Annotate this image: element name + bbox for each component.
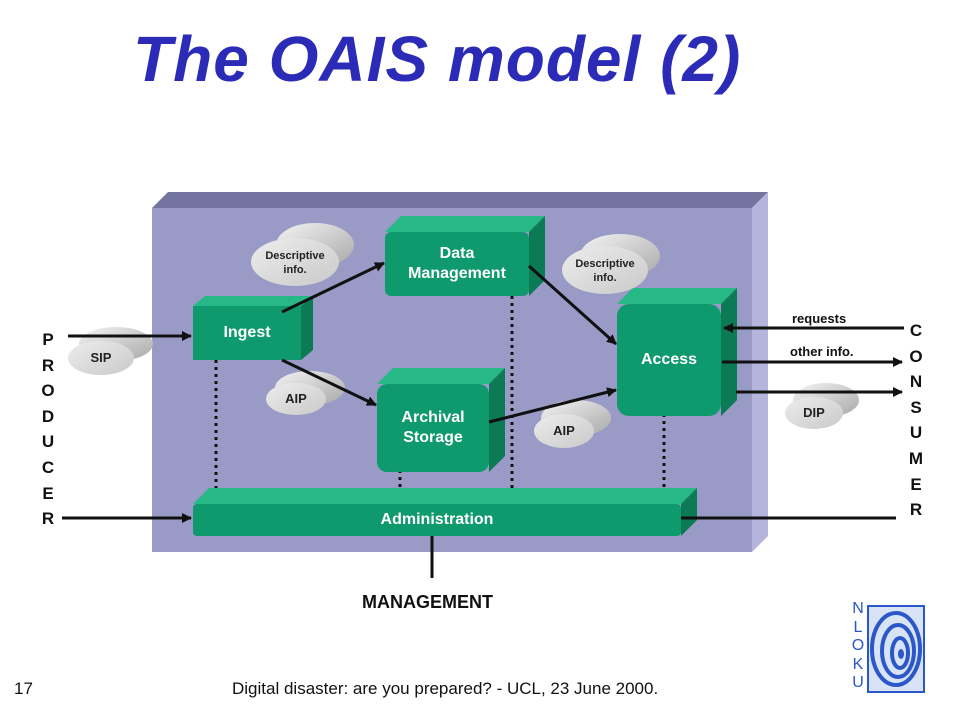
ingest-box bbox=[193, 296, 313, 360]
page-number: 17 bbox=[14, 679, 33, 698]
arrow-archival-storage-to-access bbox=[488, 387, 617, 424]
consumer-letter: U bbox=[909, 423, 923, 443]
archival-storage-label-line2: Storage bbox=[403, 429, 463, 446]
producer-letter: U bbox=[41, 432, 55, 452]
descriptive-info-access-line2: info. bbox=[593, 272, 617, 284]
admin-dotted-links bbox=[214, 296, 666, 500]
logo-letter: L bbox=[853, 618, 863, 636]
ukoln-logo-text: N L O K U bbox=[849, 600, 867, 693]
producer-letter: C bbox=[41, 457, 55, 477]
dip-label: DIP bbox=[803, 405, 825, 420]
aip-ingest-disk bbox=[266, 371, 345, 415]
descriptive-info-ingest-disk bbox=[251, 223, 354, 286]
descriptive-info-access-line1: Descriptive bbox=[575, 258, 635, 270]
archival-storage-label-line1: Archival bbox=[401, 409, 465, 426]
consumer-letter: C bbox=[909, 321, 923, 340]
producer-letter: O bbox=[41, 381, 55, 401]
arrow-ingest-to-archival-storage bbox=[281, 358, 377, 407]
consumer-letter: E bbox=[910, 474, 922, 494]
requests-label: requests bbox=[792, 311, 847, 326]
aip-access-disk bbox=[534, 400, 611, 448]
descriptive-info-access-disk bbox=[562, 234, 660, 294]
sip-label: SIP bbox=[90, 350, 112, 365]
arrow-data-management-to-access bbox=[527, 264, 618, 346]
producer-label: P R O D U C E R bbox=[38, 327, 58, 532]
logo-letter: O bbox=[851, 637, 865, 654]
aip-access-label: AIP bbox=[553, 423, 575, 438]
producer-letter: R bbox=[41, 355, 55, 375]
ingest-label: Ingest bbox=[223, 324, 271, 341]
producer-letter: E bbox=[42, 483, 54, 503]
data-management-label-line2: Management bbox=[408, 265, 506, 282]
consumer-label: C O N S U M E R bbox=[906, 318, 926, 523]
consumer-letter: R bbox=[909, 500, 923, 520]
access-label: Access bbox=[640, 351, 698, 368]
logo-letter: N bbox=[852, 600, 864, 617]
descriptive-info-ingest-label: Descriptive info. bbox=[251, 249, 339, 277]
ukoln-logo-icon bbox=[867, 605, 925, 693]
slide-footer: Digital disaster: are you prepared? - UC… bbox=[232, 679, 659, 698]
consumer-letter: M bbox=[908, 448, 924, 468]
descriptive-info-ingest-line2: info. bbox=[283, 264, 307, 276]
management-label: MANAGEMENT bbox=[362, 592, 493, 612]
logo-letter: U bbox=[852, 674, 864, 691]
access-box bbox=[617, 288, 737, 416]
slide-title: The OAIS model (2) bbox=[133, 23, 742, 95]
producer-letter: P bbox=[42, 330, 54, 349]
arrow-ingest-to-data-management bbox=[281, 261, 385, 314]
logo-letter: K bbox=[852, 655, 864, 673]
archival-storage-label: Archival Storage bbox=[377, 408, 489, 448]
descriptive-info-ingest-line1: Descriptive bbox=[265, 250, 325, 262]
descriptive-info-access-label: Descriptive info. bbox=[561, 257, 649, 285]
consumer-letter: O bbox=[909, 346, 923, 366]
data-management-label: Data Management bbox=[385, 244, 529, 284]
producer-letter: R bbox=[41, 509, 55, 529]
aip-ingest-label: AIP bbox=[285, 391, 307, 406]
other-info-label: other info. bbox=[790, 344, 854, 359]
administration-box bbox=[193, 488, 697, 536]
flow-arrows bbox=[62, 261, 904, 578]
consumer-letter: N bbox=[909, 372, 923, 392]
producer-letter: D bbox=[41, 406, 55, 426]
administration-label: Administration bbox=[380, 511, 494, 528]
data-management-label-line1: Data bbox=[439, 245, 475, 262]
consumer-letter: S bbox=[910, 397, 922, 417]
